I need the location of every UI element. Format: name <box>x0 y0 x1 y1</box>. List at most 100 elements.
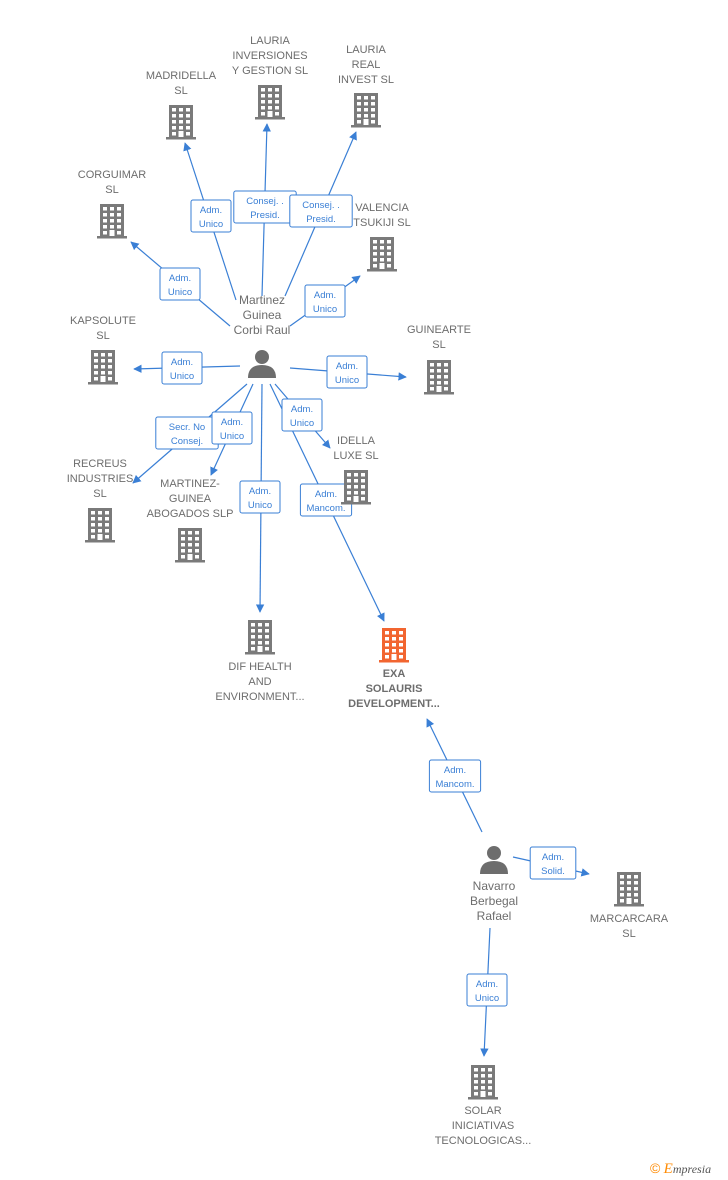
relation-label-text: Unico <box>199 219 223 230</box>
relation-label-martinez-idella_luxe[interactable]: Adm.Unico <box>281 398 323 432</box>
brand-logo-initial: E <box>663 1161 673 1177</box>
company-name-valencia_tsukiji[interactable]: VALENCIA TSUKIJI SL <box>353 202 410 229</box>
relation-label-text: Unico <box>248 500 272 511</box>
relation-label-text: Adm. <box>336 361 358 372</box>
company-node-valencia_tsukiji[interactable]: VALENCIA TSUKIJI SL <box>353 202 411 272</box>
relation-label-martinez-kapsolute[interactable]: Adm. Unico <box>161 351 203 385</box>
building-icon <box>88 350 118 385</box>
building-icon <box>255 85 285 120</box>
company-name-recreus[interactable]: RECREUS INDUSTRIES SL <box>67 458 134 500</box>
company-name-line: SL <box>174 85 187 97</box>
company-name-line: RECREUS <box>73 458 127 470</box>
relation-label-box <box>190 199 232 233</box>
company-name-solar_iniciativas[interactable]: SOLARINICIATIVASTECNOLOGICAS... <box>435 1105 532 1147</box>
company-name-line: DEVELOPMENT... <box>348 698 440 710</box>
relation-label-martinez-guinearte[interactable]: Adm. Unico <box>326 355 368 389</box>
relation-label-box <box>466 973 508 1007</box>
person-name-line: Guinea <box>243 308 282 322</box>
relation-label-martinez-exa_solauris[interactable]: Adm.Mancom. <box>299 483 353 517</box>
company-name-line: EXA <box>383 668 406 680</box>
company-name-kapsolute[interactable]: KAPSOLUTE SL <box>70 315 136 342</box>
company-name-line: SOLAURIS <box>366 683 423 695</box>
relation-label-martinez-madridella[interactable]: Adm. Unico <box>190 199 232 233</box>
relation-label-text: Unico <box>220 431 244 442</box>
company-name-line: SL <box>93 488 106 500</box>
company-name-line: TSUKIJI SL <box>353 217 410 229</box>
person-icon <box>248 350 276 378</box>
relation-label-text: Adm. <box>200 205 222 216</box>
relation-label-box <box>428 759 482 793</box>
company-name-exa_solauris[interactable]: EXA SOLAURIS DEVELOPMENT... <box>348 668 440 710</box>
building-icon <box>245 620 275 655</box>
company-node-dif_health[interactable]: DIF HEALTH AND ENVIRONMENT... <box>215 620 305 703</box>
building-icon <box>341 470 371 505</box>
relation-label-martinez-lauria_inversiones[interactable]: Consej. .Presid. <box>233 190 297 224</box>
relation-label-box <box>281 398 323 432</box>
person-icon <box>480 846 508 874</box>
company-name-line: VALENCIA <box>355 202 409 214</box>
company-node-exa_solauris[interactable]: EXA SOLAURIS DEVELOPMENT... <box>348 628 440 710</box>
relation-label-box <box>159 267 201 301</box>
company-name-line: DIF HEALTH <box>228 661 291 673</box>
company-node-solar_iniciativas[interactable]: SOLARINICIATIVASTECNOLOGICAS... <box>435 1065 532 1147</box>
building-icon <box>175 528 205 563</box>
relation-label-text: Presid. <box>306 214 336 225</box>
relation-label-text: Secr. No <box>169 422 205 433</box>
building-icon <box>351 93 381 128</box>
company-name-line: KAPSOLUTE <box>70 315 136 327</box>
company-name-line: SL <box>105 184 118 196</box>
relation-label-text: Unico <box>335 375 359 386</box>
relation-label-text: Consej. . <box>302 200 340 211</box>
relation-label-text: Presid. <box>250 210 280 221</box>
relation-label-text: Adm. <box>171 357 193 368</box>
building-icon <box>614 872 644 907</box>
company-name-line: ENVIRONMENT... <box>215 691 304 703</box>
company-name-dif_health[interactable]: DIF HEALTH AND ENVIRONMENT... <box>215 661 304 703</box>
company-node-recreus[interactable]: RECREUS INDUSTRIES SL <box>67 458 134 543</box>
relation-label-martinez-martinez_guinea_abogados[interactable]: Adm.Unico <box>211 411 253 445</box>
company-name-line: IDELLA <box>337 435 376 447</box>
empresia-brand[interactable]: © Empresia <box>650 1160 711 1178</box>
company-name-line: SL <box>96 330 109 342</box>
person-name-line: Corbi Raul <box>234 323 291 337</box>
relation-label-navarro-marcarcara[interactable]: Adm.Solid. <box>529 846 577 880</box>
relation-label-text: Unico <box>170 371 194 382</box>
relation-label-box <box>161 351 203 385</box>
relation-label-martinez-lauria_real[interactable]: Consej. . Presid. <box>289 194 353 228</box>
copyright-symbol: © <box>650 1160 661 1176</box>
company-name-line: GUINEARTE <box>407 324 471 336</box>
relation-label-martinez-dif_health[interactable]: Adm.Unico <box>239 480 281 514</box>
relation-label-navarro-exa_solauris[interactable]: Adm.Mancom. <box>428 759 482 793</box>
company-name-line: AND <box>248 676 271 688</box>
relation-label-martinez-valencia_tsukiji[interactable]: Adm.Unico <box>304 284 346 318</box>
company-node-kapsolute[interactable]: KAPSOLUTE SL <box>70 315 136 385</box>
relation-label-text: Solid. <box>541 866 565 877</box>
building-icon <box>468 1065 498 1100</box>
relation-label-text: Adm. <box>444 765 466 776</box>
company-name-line: Y GESTION SL <box>232 65 308 77</box>
relation-label-martinez-corguimar[interactable]: Adm.Unico <box>159 267 201 301</box>
company-name-line: INDUSTRIES <box>67 473 134 485</box>
relation-label-navarro-solar_iniciativas[interactable]: Adm.Unico <box>466 973 508 1007</box>
